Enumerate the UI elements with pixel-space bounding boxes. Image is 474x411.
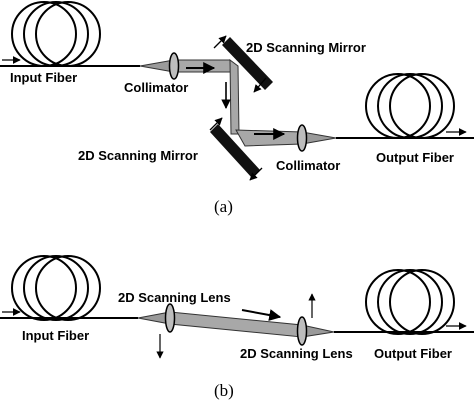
label-mirror-1: 2D Scanning Mirror [246, 40, 366, 55]
panel-b: Input Fiber 2D Scanning Lens 2D Scanning… [0, 255, 474, 400]
scanning-lens-1 [164, 303, 176, 333]
caption-a: (a) [214, 197, 233, 216]
mirror-2-tilt-arrow-down [249, 167, 263, 181]
output-fiber-coil [365, 73, 455, 139]
label-input-fiber-a: Input Fiber [10, 70, 77, 85]
collimator-2-lens [296, 124, 308, 152]
beam-between-mirrors [229, 58, 240, 135]
label-mirror-2: 2D Scanning Mirror [78, 148, 198, 163]
output-fiber-coil-b [365, 269, 455, 335]
scanning-mirror-2 [210, 124, 260, 178]
beam-direction-arrow-b [241, 309, 282, 321]
input-fiber-coil-b [11, 255, 101, 321]
beam-to-mirror-1 [173, 59, 237, 73]
mirror-1-tilt-arrow-up [213, 35, 227, 49]
scanning-lens-2 [296, 316, 308, 346]
caption-b: (b) [214, 381, 234, 400]
beam-to-collimator-2 [235, 129, 303, 147]
label-collimator-2: Collimator [276, 158, 340, 173]
mirror-1-tilt-arrow-down [253, 77, 267, 93]
label-lens-1: 2D Scanning Lens [118, 290, 231, 305]
label-lens-2: 2D Scanning Lens [240, 346, 353, 361]
mirror-2-tilt-arrow-up [209, 117, 223, 131]
label-input-fiber-b: Input Fiber [22, 328, 89, 343]
collimator-1-lens [168, 52, 180, 80]
label-collimator-1: Collimator [124, 80, 188, 95]
label-output-fiber-b: Output Fiber [374, 346, 452, 361]
scanning-mirror-1 [222, 37, 273, 90]
beam-between-lenses [169, 311, 303, 338]
input-fiber-coil [11, 1, 101, 67]
label-output-fiber-a: Output Fiber [376, 150, 454, 165]
panel-a: Input Fiber Collimator 2D Scanning Mirro… [0, 1, 474, 216]
